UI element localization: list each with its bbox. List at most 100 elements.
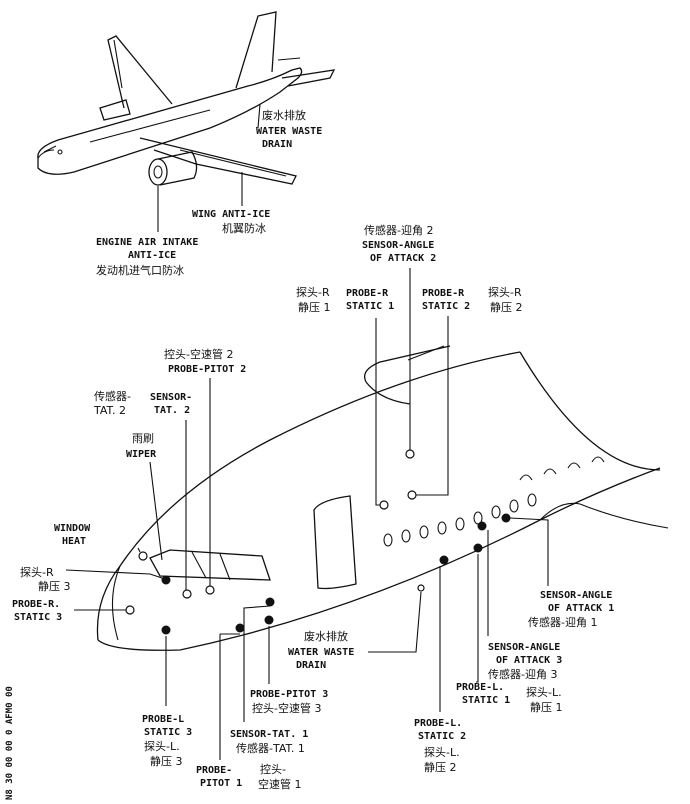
svg-text:探头-L.: 探头-L.: [526, 686, 562, 699]
label-probe-r-static-2: PROBE-R STATIC 2 探头-R 静压 2: [422, 286, 523, 314]
svg-text:WATER WASTE: WATER WASTE: [256, 126, 322, 137]
svg-text:探头-L.: 探头-L.: [424, 746, 460, 759]
svg-text:OF ATTACK 2: OF ATTACK 2: [370, 253, 436, 264]
label-window-heat: WINDOW HEAT: [54, 523, 91, 547]
marker-probe-r-static-2: [407, 490, 417, 500]
label-wing-anti-ice: WING ANTI-ICE 机翼防冰: [192, 209, 270, 235]
svg-text:控头-空速管 3: 控头-空速管 3: [252, 701, 321, 715]
svg-text:WINDOW: WINDOW: [54, 523, 91, 534]
label-wiper: 雨刷 WIPER: [126, 432, 157, 460]
label-probe-pitot-2: 控头-空速管 2 PROBE-PITOT 2: [164, 347, 246, 375]
svg-text:静压 3: 静压 3: [38, 579, 71, 593]
svg-text:静压 1: 静压 1: [530, 700, 563, 714]
cabin-windows: [383, 493, 537, 547]
marker-probe-l-static-1: [473, 543, 483, 553]
label-sensor-tat-2: 传感器- TAT. 2 SENSOR- TAT. 2: [93, 390, 192, 417]
marker-probe-pitot-1: [235, 623, 245, 633]
svg-text:TAT. 2: TAT. 2: [93, 404, 126, 417]
svg-text:PROBE-R.: PROBE-R.: [12, 599, 60, 610]
aircraft-overview-drawing: [37, 11, 336, 186]
marker-probe-r-static-3: [125, 605, 135, 615]
marker-probe-r-static-3-black: [161, 575, 171, 585]
svg-text:STATIC 3: STATIC 3: [14, 612, 62, 623]
svg-text:废水排放: 废水排放: [262, 108, 306, 122]
label-probe-l-static-3: PROBE-L STATIC 3 探头-L. 静压 3: [142, 714, 192, 768]
svg-text:传感器-: 传感器-: [94, 390, 131, 403]
svg-text:探头-R: 探头-R: [296, 286, 330, 299]
label-sensor-aoa-1: SENSOR-ANGLE OF ATTACK 1 传感器-迎角 1: [528, 590, 614, 629]
svg-text:HEAT: HEAT: [62, 536, 86, 547]
svg-text:传感器-迎角 2: 传感器-迎角 2: [364, 224, 433, 237]
svg-text:ANTI-ICE: ANTI-ICE: [128, 250, 176, 261]
svg-text:传感器-TAT. 1: 传感器-TAT. 1: [236, 742, 305, 755]
svg-text:PROBE-L: PROBE-L: [142, 714, 184, 725]
svg-text:空速管 1: 空速管 1: [258, 777, 302, 791]
svg-text:PROBE-L.: PROBE-L.: [414, 718, 462, 729]
svg-text:静压 2: 静压 2: [424, 760, 457, 774]
svg-text:SENSOR-ANGLE: SENSOR-ANGLE: [540, 590, 612, 601]
marker-probe-r-static-1: [379, 500, 389, 510]
marker-probe-pitot-3: [264, 615, 274, 625]
svg-text:PROBE-PITOT 2: PROBE-PITOT 2: [168, 364, 246, 375]
svg-text:SENSOR-: SENSOR-: [150, 392, 192, 403]
marker-sensor-aoa-1: [501, 513, 511, 523]
marker-probe-l-static-2: [439, 555, 449, 565]
label-probe-l-static-1: PROBE-L. STATIC 1 探头-L. 静压 1: [456, 682, 563, 714]
svg-text:ENGINE AIR INTAKE: ENGINE AIR INTAKE: [96, 237, 198, 248]
svg-text:PROBE-L.: PROBE-L.: [456, 682, 504, 693]
svg-text:探头-L.: 探头-L.: [144, 740, 180, 753]
label-probe-pitot-1: PROBE- PITOT 1 控头- 空速管 1: [196, 762, 302, 791]
svg-text:TAT. 2: TAT. 2: [154, 405, 190, 416]
overview-leader-lines: [157, 103, 261, 232]
svg-text:SENSOR-ANGLE: SENSOR-ANGLE: [362, 240, 434, 251]
svg-text:机翼防冰: 机翼防冰: [222, 221, 266, 235]
svg-text:废水排放: 废水排放: [304, 629, 348, 643]
svg-text:传感器-迎角 3: 传感器-迎角 3: [488, 668, 557, 681]
svg-text:PROBE-PITOT 3: PROBE-PITOT 3: [250, 689, 328, 700]
svg-text:控头-空速管 2: 控头-空速管 2: [164, 347, 233, 361]
marker-sensor-aoa-3: [477, 521, 487, 531]
svg-text:探头-R: 探头-R: [488, 286, 522, 299]
svg-text:WATER WASTE: WATER WASTE: [288, 647, 354, 658]
label-probe-r-static-3: 探头-R 静压 3 PROBE-R. STATIC 3: [12, 566, 71, 623]
svg-text:PITOT 1: PITOT 1: [200, 778, 242, 789]
svg-text:STATIC 2: STATIC 2: [422, 301, 470, 312]
marker-sensor-tat-1: [265, 597, 275, 607]
label-sensor-aoa-3: SENSOR-ANGLE OF ATTACK 3 传感器-迎角 3: [488, 642, 562, 681]
label-probe-l-static-2: PROBE-L. STATIC 2 探头-L. 静压 2: [414, 718, 466, 774]
svg-text:STATIC 1: STATIC 1: [462, 695, 510, 706]
svg-text:WIPER: WIPER: [126, 449, 157, 460]
svg-text:PROBE-R: PROBE-R: [422, 288, 465, 299]
svg-text:发动机进气口防冰: 发动机进气口防冰: [96, 263, 184, 277]
sensor-markers: [125, 449, 511, 635]
svg-text:静压 1: 静压 1: [298, 300, 331, 314]
svg-text:OF ATTACK 3: OF ATTACK 3: [496, 655, 562, 666]
svg-text:SENSOR-TAT. 1: SENSOR-TAT. 1: [230, 729, 308, 740]
svg-text:STATIC 2: STATIC 2: [418, 731, 466, 742]
marker-probe-pitot-2: [205, 585, 215, 595]
marker-probe-l-static-3: [161, 625, 171, 635]
svg-text:DRAIN: DRAIN: [296, 660, 326, 671]
svg-text:DRAIN: DRAIN: [262, 139, 292, 150]
marker-sensor-tat-2: [182, 589, 192, 599]
fuselage-leader-lines: [65, 268, 549, 760]
label-water-waste-drain-bottom: 废水排放 WATER WASTE DRAIN: [288, 629, 354, 671]
label-probe-r-static-1: 探头-R 静压 1 PROBE-R STATIC 1: [296, 286, 394, 314]
side-document-code: N8 30 00 00 0 AFM0 00: [5, 686, 15, 800]
svg-text:PROBE-R: PROBE-R: [346, 288, 389, 299]
svg-text:STATIC 1: STATIC 1: [346, 301, 394, 312]
svg-text:WING ANTI-ICE: WING ANTI-ICE: [192, 209, 270, 220]
marker-window-heat: [138, 551, 148, 561]
svg-text:PROBE-: PROBE-: [196, 765, 232, 776]
marker-water-drain-bottom: [417, 584, 425, 592]
svg-text:静压 3: 静压 3: [150, 754, 183, 768]
svg-text:STATIC 3: STATIC 3: [144, 727, 192, 738]
label-engine-air-intake: ENGINE AIR INTAKE ANTI-ICE 发动机进气口防冰: [96, 237, 198, 277]
svg-text:探头-R: 探头-R: [20, 566, 54, 579]
svg-text:雨刷: 雨刷: [132, 432, 154, 445]
label-water-waste-drain-top: 废水排放 WATER WASTE DRAIN: [256, 108, 322, 150]
label-sensor-aoa-2: 传感器-迎角 2 SENSOR-ANGLE OF ATTACK 2: [362, 224, 436, 264]
label-probe-pitot-3: PROBE-PITOT 3 控头-空速管 3: [250, 689, 328, 715]
label-sensor-tat-1: SENSOR-TAT. 1 传感器-TAT. 1: [230, 729, 308, 755]
